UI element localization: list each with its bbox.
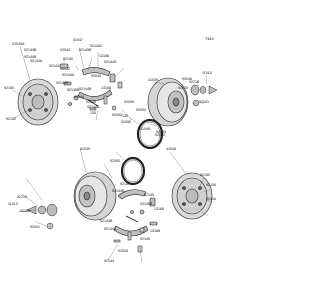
lower-brake-drum xyxy=(73,171,117,221)
part-label: 92144B xyxy=(112,189,125,193)
part-label: 13168 xyxy=(154,207,164,211)
part-label: 92150 xyxy=(200,173,210,177)
part-label: 49052 xyxy=(60,67,70,71)
part-label: 92093 xyxy=(112,113,122,117)
part-label: 92210 xyxy=(17,195,27,199)
part-label: 92041 xyxy=(199,100,209,104)
part-label: 92144A xyxy=(30,59,43,63)
part-label: 92093 xyxy=(110,159,120,163)
upper-seal-ring xyxy=(136,118,164,150)
part-label: 92144 xyxy=(120,182,130,186)
part-label: 92150 xyxy=(6,117,16,121)
part-label: 92144B xyxy=(87,105,100,109)
part-label: 130 xyxy=(90,111,96,115)
part-label: 92055 xyxy=(121,120,131,124)
part-label: 92144 xyxy=(49,64,59,68)
lower-hub-parts xyxy=(26,203,58,230)
part-label: 92144A xyxy=(62,73,75,77)
part-label: 11012 xyxy=(8,202,18,206)
part-label: 92144B xyxy=(79,87,92,91)
part-label: 92150 xyxy=(4,86,14,90)
part-label: 92144 xyxy=(104,259,114,263)
part-label: 41048 xyxy=(140,127,150,131)
part-label: 92200 xyxy=(178,86,188,90)
part-label: 92144D xyxy=(104,60,117,64)
part-label: 41039 xyxy=(148,78,158,82)
part-label: 92043 xyxy=(118,249,128,253)
part-label: 92150 xyxy=(63,57,73,61)
part-label: 92150 xyxy=(206,183,216,187)
part-label: 13168 xyxy=(150,229,160,233)
part-label: 92145B xyxy=(79,48,92,52)
part-label: 92144C xyxy=(90,44,103,48)
lower-backing-plate xyxy=(171,172,213,220)
part-label: 92145B xyxy=(67,88,80,92)
part-label: 92043 xyxy=(60,48,70,52)
part-label: 41049A xyxy=(12,42,25,46)
part-label: 92144B xyxy=(24,48,37,52)
part-label: 92144 xyxy=(206,197,216,201)
leader-lines xyxy=(11,45,213,263)
part-label: 92002 xyxy=(155,133,165,137)
part-label: 92144B xyxy=(56,81,69,85)
part-label: 92144A xyxy=(104,227,117,231)
part-label: 92059 xyxy=(124,100,134,104)
part-label: 92046 xyxy=(182,77,192,81)
part-label: 92145B xyxy=(140,202,153,206)
upper-springs-pins xyxy=(89,81,123,111)
part-label: 41048 xyxy=(166,147,176,151)
upper-backing-plate xyxy=(17,78,59,126)
diagram-code: T44X xyxy=(205,37,215,41)
part-label: 41039 xyxy=(80,147,90,151)
brake-assembly-diagram: T44X xyxy=(4,37,218,263)
lower-seal-ring xyxy=(120,156,146,186)
part-label: 92145 xyxy=(86,100,96,104)
part-label: 92144B xyxy=(100,219,113,223)
part-label: 92145 xyxy=(144,193,154,197)
part-label: 92144B xyxy=(24,55,37,59)
part-label: 92144 xyxy=(74,95,84,99)
part-label: 92093 xyxy=(136,108,146,112)
part-label: 130 xyxy=(122,114,128,118)
part-number-labels: 41049A 41047 92144C 92043 92145B 92144B … xyxy=(4,38,216,263)
exploded-parts-diagram: T44X xyxy=(4,37,218,263)
part-label: 92043 xyxy=(156,130,166,134)
upper-brake-drum xyxy=(147,77,189,127)
part-label: 11012 xyxy=(202,71,212,75)
part-label: 92041 xyxy=(30,225,40,229)
lower-brake-shoes xyxy=(113,189,158,237)
part-label: 92200 xyxy=(20,209,30,213)
part-label: 13168 xyxy=(99,54,109,58)
part-label: 92043 xyxy=(91,74,101,78)
part-label: 92145 xyxy=(140,237,150,241)
part-label: 41047 xyxy=(73,38,83,42)
lower-springs-pins xyxy=(113,227,145,253)
part-label: 92210 xyxy=(189,80,199,84)
upper-hub-parts xyxy=(190,84,218,107)
part-label: 13168 xyxy=(101,86,111,90)
